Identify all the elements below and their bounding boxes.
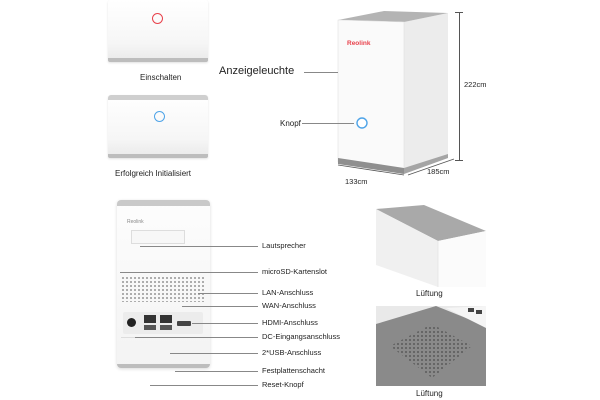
rear-top-band xyxy=(117,200,210,206)
hero-brand: Reolink xyxy=(347,40,371,47)
hero-button-ring xyxy=(356,117,368,129)
usb-port-2 xyxy=(160,325,172,330)
indicator-leader xyxy=(304,72,338,73)
device-top-band xyxy=(108,95,208,100)
vent-caption-2: Lüftung xyxy=(416,389,443,398)
indicator-label: Anzeigeleuchte xyxy=(219,65,295,77)
width-dim: 133cm xyxy=(345,177,368,186)
label-dc: DC-Eingangsanschluss xyxy=(262,332,340,341)
led-ring-blue xyxy=(154,111,165,122)
device-base xyxy=(108,154,208,158)
rear-vent-grid xyxy=(121,276,205,302)
device-base xyxy=(108,58,208,62)
lan-port xyxy=(144,315,156,323)
hero-side-face xyxy=(404,13,448,174)
led-ring-red xyxy=(152,13,163,24)
dc-port xyxy=(127,318,136,327)
hero-top-face xyxy=(338,11,448,22)
button-leader xyxy=(302,123,354,124)
wan-port xyxy=(160,315,172,323)
hero-base-band xyxy=(338,158,404,174)
label-lan: LAN-Anschluss xyxy=(262,288,314,297)
caption-initialized: Erfolgreich Initialisiert xyxy=(115,169,192,178)
vent-caption-1: Lüftung xyxy=(416,289,443,298)
usb-port-1 xyxy=(144,325,156,330)
label-usb: 2*USB-Anschluss xyxy=(262,348,322,357)
height-dim-line xyxy=(459,12,460,160)
label-microsd: microSD-Kartenslot xyxy=(262,267,328,276)
depth-dim: 185cm xyxy=(427,167,450,176)
rear-label-sticker xyxy=(131,230,185,244)
vent-top-lid xyxy=(376,205,486,241)
vent-closeup-top xyxy=(376,205,486,287)
rear-device: Reolink xyxy=(117,200,210,368)
label-drive-bay: Festplattenschacht xyxy=(262,366,325,375)
footprint-dims xyxy=(337,158,455,176)
button-label: Knopf xyxy=(280,119,301,128)
label-wan: WAN-Anschluss xyxy=(262,301,316,310)
drive-bay xyxy=(121,337,205,363)
hdmi-port xyxy=(177,321,191,326)
device-power-on xyxy=(108,0,208,62)
port-panel xyxy=(123,312,203,334)
label-reset: Reset-Knopf xyxy=(262,380,304,389)
height-dim: 222cm xyxy=(464,80,487,89)
caption-power-on: Einschalten xyxy=(140,73,182,82)
vent-hole-grid xyxy=(390,324,472,378)
hero-device xyxy=(337,11,448,175)
label-speaker: Lautsprecher xyxy=(262,241,306,250)
rear-brand: Reolink xyxy=(127,219,144,225)
vent-closeup-bottom xyxy=(376,306,486,386)
device-initialized xyxy=(108,95,208,158)
label-hdmi: HDMI-Anschluss xyxy=(262,318,318,327)
rear-base xyxy=(117,364,210,368)
